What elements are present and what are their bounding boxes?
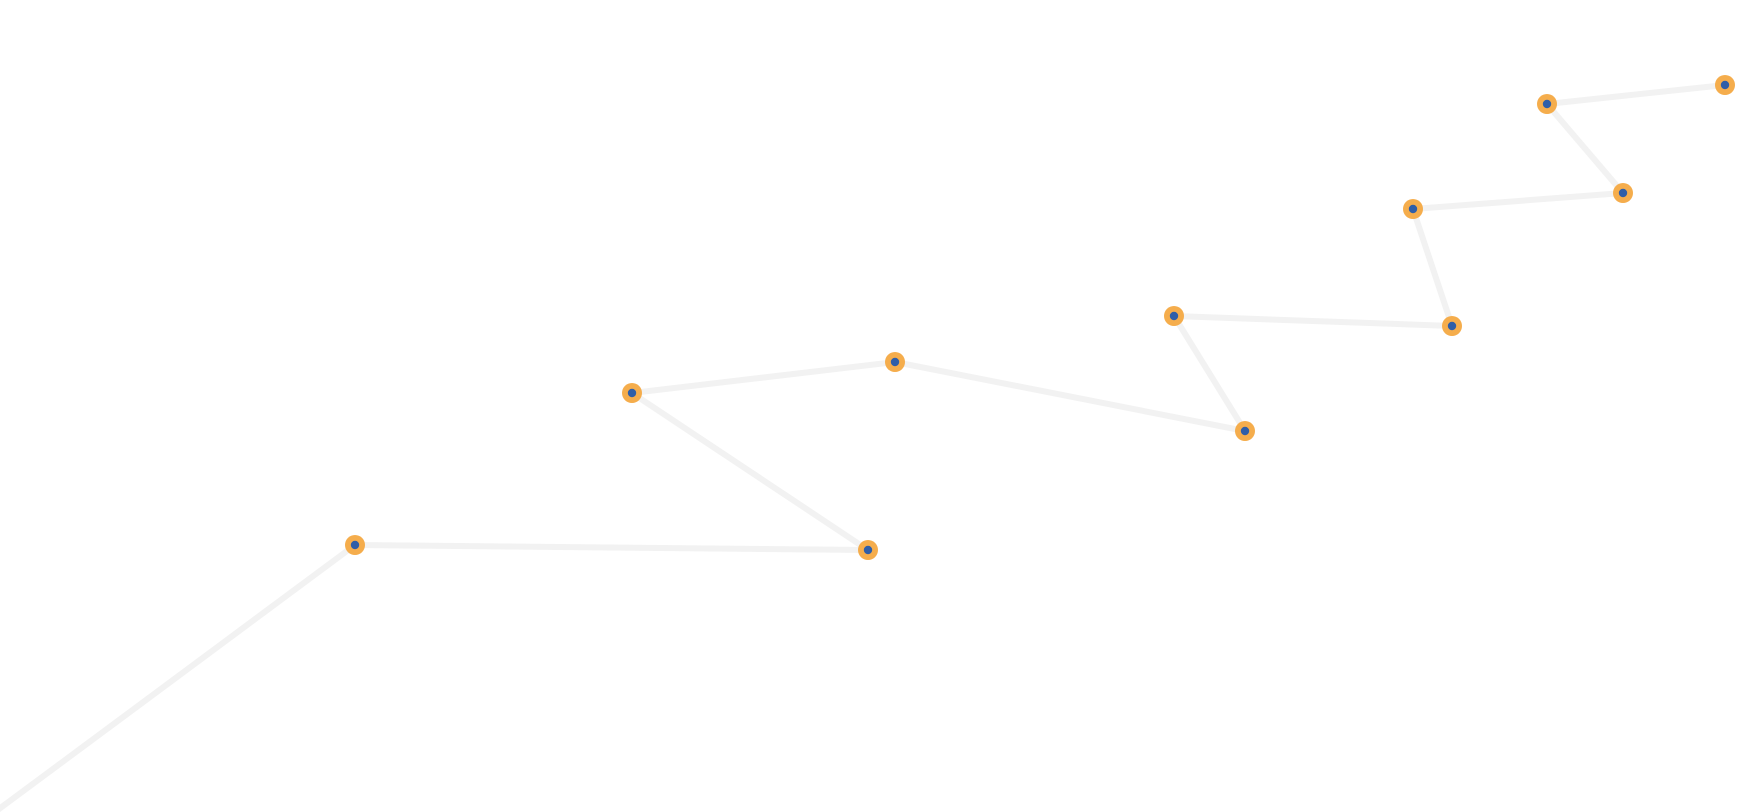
path-node — [1613, 183, 1633, 203]
path-node — [1235, 421, 1255, 441]
node-center — [1618, 188, 1628, 198]
path-node — [1537, 94, 1557, 114]
path-nodes — [345, 75, 1735, 560]
path-node — [1403, 199, 1423, 219]
node-center — [1447, 321, 1457, 331]
path-segment — [1544, 101, 1626, 196]
path-segment — [1171, 313, 1455, 329]
path-node — [1715, 75, 1735, 95]
node-center — [863, 545, 873, 555]
path-segment — [1410, 206, 1455, 329]
path-segment — [892, 359, 1248, 434]
path-node — [858, 540, 878, 560]
node-center — [350, 540, 360, 550]
path-segment — [1171, 313, 1248, 434]
node-center — [1408, 204, 1418, 214]
path-node — [885, 352, 905, 372]
node-center — [1169, 311, 1179, 321]
path-node — [1164, 306, 1184, 326]
node-center — [1240, 426, 1250, 436]
path-node — [345, 535, 365, 555]
node-center — [890, 357, 900, 367]
path-segment — [629, 390, 871, 553]
path-node — [1442, 316, 1462, 336]
path-lines — [0, 82, 1728, 812]
node-center — [627, 388, 637, 398]
path-node — [622, 383, 642, 403]
path-segment — [1544, 82, 1728, 107]
path-segment — [0, 542, 358, 812]
node-center — [1720, 80, 1730, 90]
node-center — [1542, 99, 1552, 109]
path-segment — [629, 359, 898, 396]
path-segment — [352, 542, 871, 553]
path-segment — [1410, 190, 1626, 212]
